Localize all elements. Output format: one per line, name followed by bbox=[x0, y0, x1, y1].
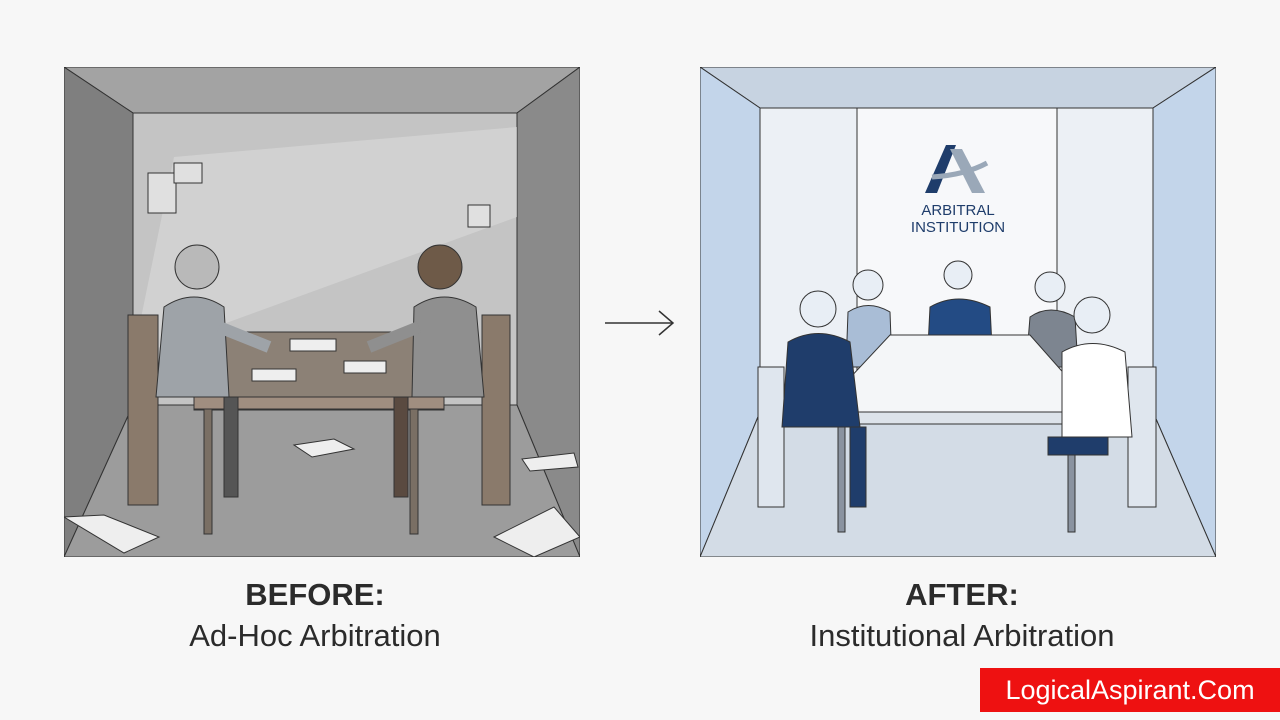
after-illustration: ARBITRAL INSTITUTION bbox=[700, 67, 1216, 557]
after-title: AFTER: bbox=[905, 577, 1019, 612]
sign-line-1: ARBITRAL bbox=[921, 202, 994, 219]
watermark-badge: LogicalAspirant.Com bbox=[980, 668, 1280, 712]
sign-line-2: INSTITUTION bbox=[911, 219, 1005, 236]
arrow-icon bbox=[605, 310, 675, 336]
after-subtitle: Institutional Arbitration bbox=[809, 618, 1115, 653]
arbitral-institution-logo: ARBITRAL INSTITUTION bbox=[911, 145, 1005, 236]
before-illustration bbox=[64, 67, 580, 557]
before-title: BEFORE: bbox=[245, 577, 385, 612]
before-subtitle: Ad-Hoc Arbitration bbox=[189, 618, 441, 653]
